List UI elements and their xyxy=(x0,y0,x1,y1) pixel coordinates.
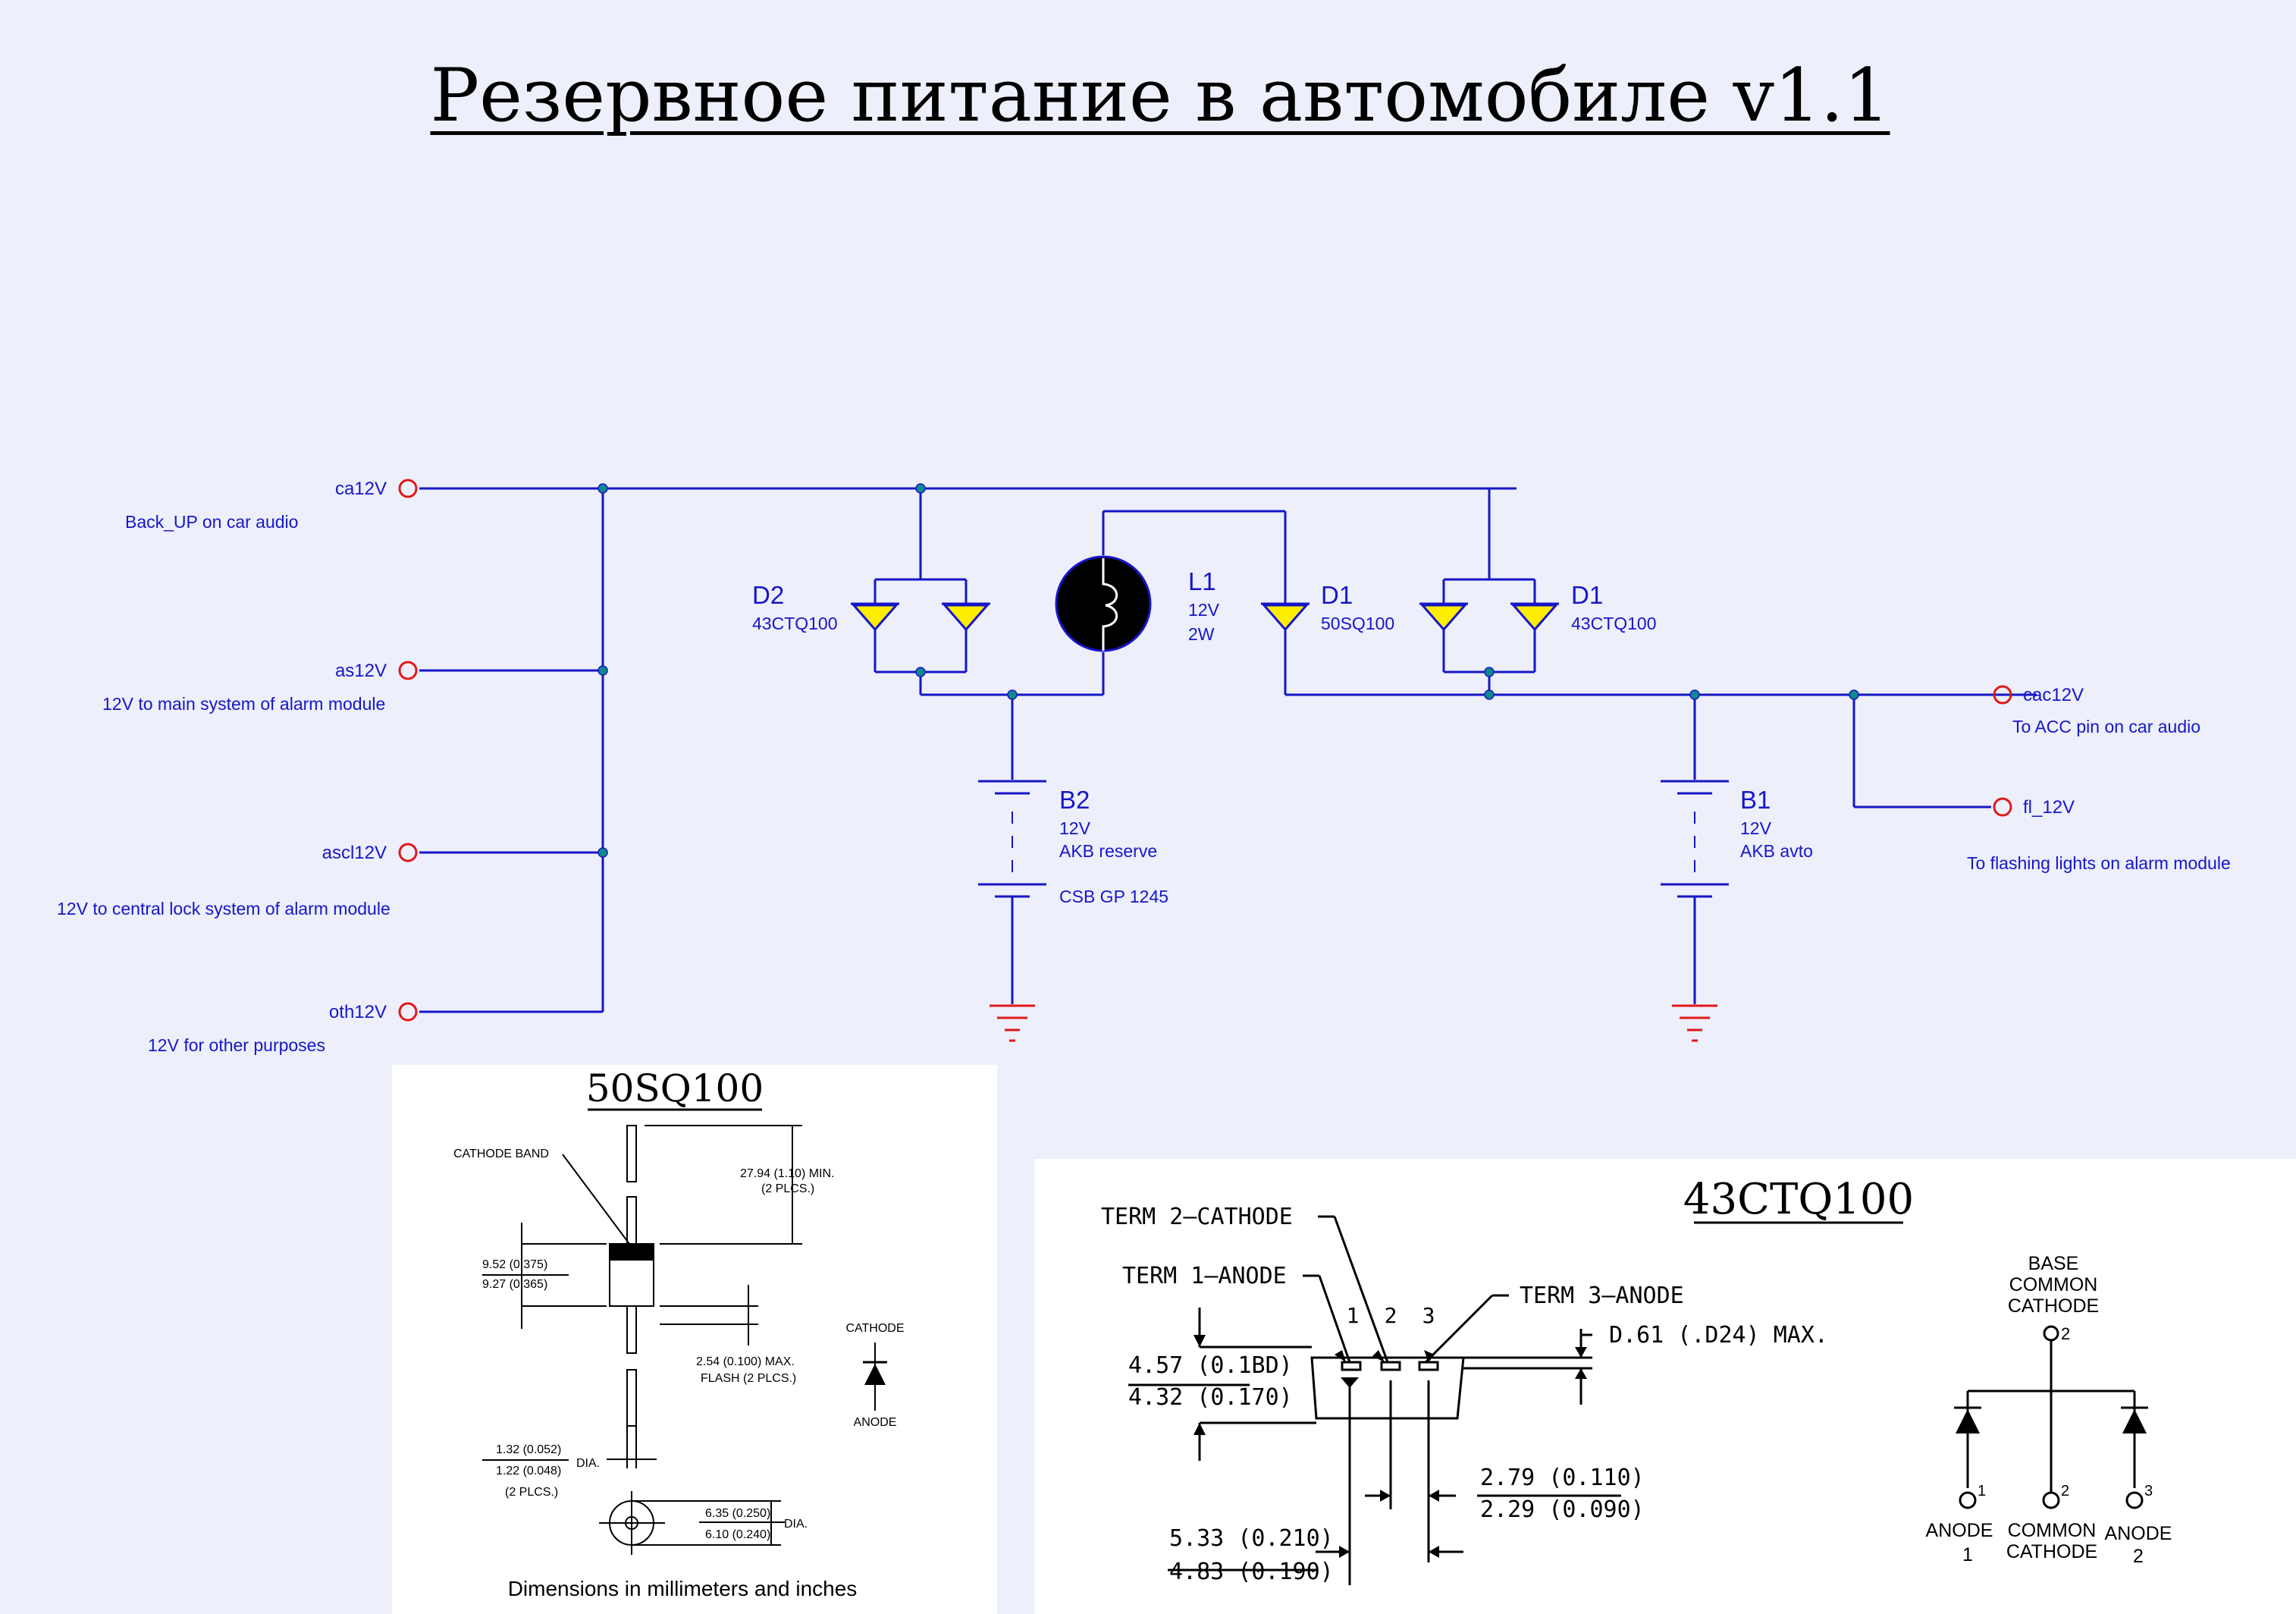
ds43-span-2: 4.83 (0.190) xyxy=(1169,1559,1334,1585)
fl12v-desc: To flashing lights on alarm module xyxy=(1967,853,2231,873)
ds43-pin-1: 1 xyxy=(1347,1303,1360,1328)
ds43-span-1: 5.33 (0.210) xyxy=(1169,1525,1334,1552)
ds43-thickness: D.61 (.D24) MAX. xyxy=(1609,1322,1828,1349)
ds43-term2: TERM 2–CATHODE xyxy=(1101,1204,1293,1230)
ca12v-desc: Back_UP on car audio xyxy=(125,512,298,532)
ds43-cc-label-1: COMMON xyxy=(2008,1520,2097,1541)
ds43-a1-num: 1 xyxy=(1962,1544,1973,1565)
connector-terminals xyxy=(398,479,2012,1022)
ds43-base-3: CATHODE xyxy=(2008,1295,2099,1317)
ds50-body-dia-2: 6.10 (0.240) xyxy=(705,1528,770,1541)
ds50-body-len-2: 9.27 (0.365) xyxy=(482,1278,547,1291)
ds43-base-1: BASE xyxy=(2028,1253,2079,1274)
ds50-title: 50SQ100 xyxy=(586,1066,764,1110)
page-title: Резервное питание в автомобиле v1.1 xyxy=(0,53,2296,138)
ds50-lead-dia-3: (2 PLCS.) xyxy=(505,1486,558,1499)
diode-symbols xyxy=(851,602,1559,632)
junction-dots xyxy=(598,483,1859,858)
ds50-lead-dia-1: 1.32 (0.052) xyxy=(496,1443,561,1456)
l1-power: 2W xyxy=(1188,624,1215,644)
b1-voltage: 12V xyxy=(1740,818,1772,838)
ds43-pitch-2: 2.29 (0.090) xyxy=(1480,1496,1645,1523)
ds50-flash-2: FLASH (2 PLCS.) xyxy=(701,1372,796,1385)
ds43-term3: TERM 3–ANODE xyxy=(1520,1283,1684,1309)
ds43-pin-3: 3 xyxy=(1422,1303,1435,1328)
ds50-anode: ANODE xyxy=(854,1416,897,1429)
ground-symbols xyxy=(990,1004,1717,1042)
ascl12v-desc: 12V to central lock system of alarm modu… xyxy=(57,899,391,918)
d1-43ctq-ref: D1 xyxy=(1571,581,1603,609)
ds43-base-2: COMMON xyxy=(2009,1274,2098,1295)
d2-ref: D2 xyxy=(752,581,784,609)
battery-b1-symbol xyxy=(1661,780,1729,898)
ds50-footer: Dimensions in millimeters and inches xyxy=(508,1577,858,1600)
ds50-flash-1: 2.54 (0.100) MAX. xyxy=(696,1355,795,1368)
d2-part: 43CTQ100 xyxy=(752,614,838,633)
fl12v-label: fl_12V xyxy=(2023,797,2075,818)
datasheet-43ctq100: 43CTQ100 xyxy=(1034,1159,2296,1614)
ds43-pitch-1: 2.79 (0.110) xyxy=(1480,1465,1645,1491)
ds50-lead-len-1: 27.94 (1.10) MIN. xyxy=(740,1167,835,1180)
oth12v-label: oth12V xyxy=(329,1002,387,1022)
cac12v-desc: To ACC pin on car audio xyxy=(2012,717,2200,736)
cac12v-label: cac12V xyxy=(2023,685,2084,705)
oth12v-desc: 12V for other purposes xyxy=(148,1035,325,1055)
ds50-cathode-band: CATHODE BAND xyxy=(453,1148,549,1160)
lamp-symbol xyxy=(1055,555,1152,652)
battery-b2-symbol xyxy=(978,780,1046,898)
l1-ref: L1 xyxy=(1188,567,1216,595)
ds50-body-len-1: 9.52 (0.375) xyxy=(482,1258,547,1271)
as12v-desc: 12V to main system of alarm module xyxy=(102,694,385,714)
ds43-cc-pin: 2 xyxy=(2061,1483,2069,1499)
ds43-a1-label: ANODE xyxy=(1926,1520,1993,1541)
b2-voltage: 12V xyxy=(1059,818,1091,838)
ds50-cathode: CATHODE xyxy=(845,1322,904,1335)
ds50-body-dia-1: 6.35 (0.250) xyxy=(705,1507,770,1520)
ds43-height-1: 4.57 (0.1BD) xyxy=(1128,1352,1293,1379)
ds50-lead-len-2: (2 PLCS.) xyxy=(761,1182,814,1195)
ds43-a2-label: ANODE xyxy=(2105,1523,2172,1544)
ascl12v-label: ascl12V xyxy=(322,843,387,863)
b1-name: AKB avto xyxy=(1740,841,1813,861)
ca12v-label: ca12V xyxy=(335,479,387,499)
as12v-label: as12V xyxy=(335,661,387,681)
ds43-a2-pin: 3 xyxy=(2144,1483,2153,1499)
b2-ref: B2 xyxy=(1059,786,1090,814)
d1-50sq-part: 50SQ100 xyxy=(1321,614,1394,633)
ds50-lead-dia-2: 1.22 (0.048) xyxy=(496,1465,561,1477)
ds43-title: 43CTQ100 xyxy=(1683,1175,1914,1224)
ds43-pin-2: 2 xyxy=(1385,1303,1397,1328)
ds50-dia: DIA. xyxy=(576,1457,600,1470)
ds43-base-pin: 2 xyxy=(2061,1324,2070,1343)
l1-voltage: 12V xyxy=(1188,600,1220,620)
ds43-a2-num: 2 xyxy=(2133,1546,2144,1567)
ds43-cc-label-2: CATHODE xyxy=(2006,1541,2097,1562)
ds43-term1: TERM 1–ANODE xyxy=(1122,1263,1287,1289)
d1-50sq-ref: D1 xyxy=(1321,581,1353,609)
ds50-body-dia: DIA. xyxy=(784,1518,808,1531)
b2-name: AKB reserve xyxy=(1059,841,1157,861)
datasheet-50sq100: 50SQ100 xyxy=(392,1065,997,1614)
wires xyxy=(419,487,2037,1013)
page-title-text: Резервное питание в автомобиле v1.1 xyxy=(430,53,1890,138)
b2-model: CSB GP 1245 xyxy=(1059,887,1168,906)
b1-ref: B1 xyxy=(1740,786,1771,814)
d1-43ctq-part: 43CTQ100 xyxy=(1571,614,1657,633)
ds43-a1-pin: 1 xyxy=(1978,1483,1986,1499)
ds43-height-2: 4.32 (0.170) xyxy=(1128,1384,1293,1411)
